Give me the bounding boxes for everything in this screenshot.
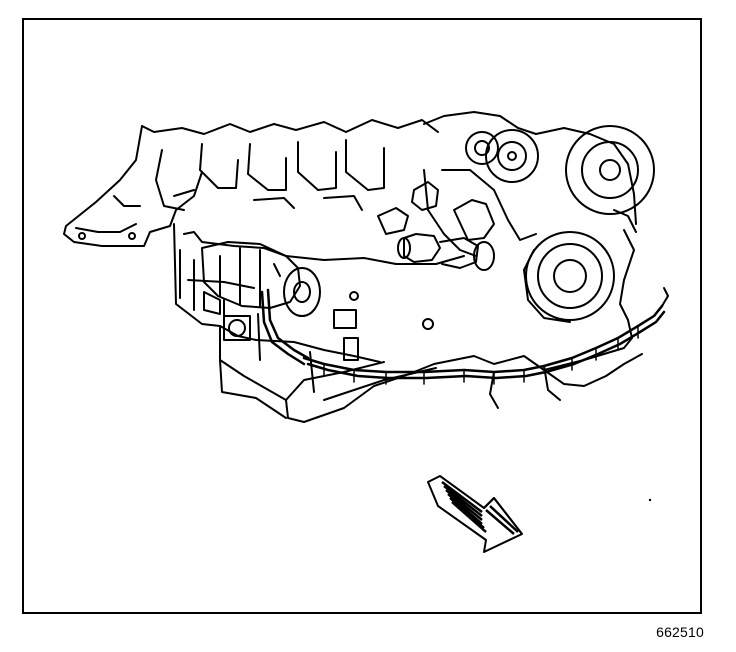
illustration-frame: [22, 18, 702, 614]
figure-id-label: 662510: [656, 624, 704, 640]
exhaust-manifold-icon: [63, 119, 439, 247]
timing-cover-icon: [411, 111, 655, 323]
engine-illustration: [63, 111, 669, 553]
oil-pan-icon: [219, 353, 643, 419]
speck-dot: [648, 498, 652, 502]
starter-motor-icon: [201, 241, 321, 317]
direction-arrow-icon: [427, 475, 523, 553]
coolant-outlet-icon: [377, 207, 495, 271]
wiring-harness-icon: [260, 287, 669, 409]
